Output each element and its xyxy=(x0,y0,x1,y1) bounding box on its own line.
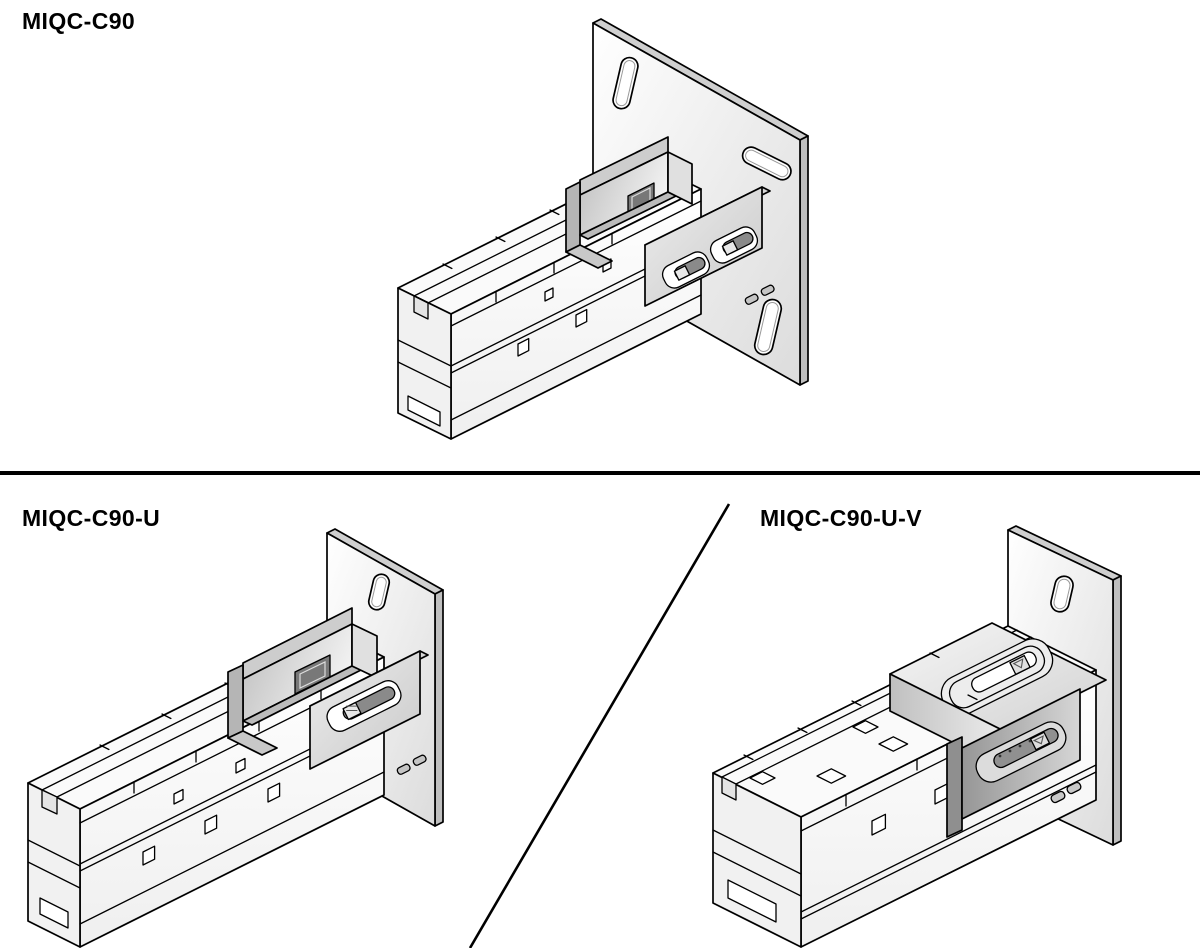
illustration-miqc-c90-u-v xyxy=(712,525,1122,948)
anchor-slot xyxy=(753,298,783,356)
anchor-slot xyxy=(612,56,639,110)
connector-slot xyxy=(709,226,759,264)
figure-label-miqc-c90: MIQC-C90 xyxy=(22,8,136,34)
connector-bracket xyxy=(227,607,429,775)
figure-label-miqc-c90-u-v: MIQC-C90-U-V xyxy=(760,505,922,531)
bolt-studs xyxy=(396,754,427,775)
anchor-slot xyxy=(741,146,792,181)
figure-label-miqc-c90-u: MIQC-C90-U xyxy=(22,505,161,531)
diagonal-divider xyxy=(468,503,731,948)
illustration-miqc-c90-u xyxy=(27,528,444,948)
connector-bracket xyxy=(889,622,1107,838)
connector-slot xyxy=(661,251,711,289)
connector-bracket xyxy=(565,136,775,307)
bolt-studs xyxy=(744,284,775,305)
connector-slot xyxy=(975,721,1067,783)
horizontal-divider xyxy=(0,471,1200,475)
anchor-slot xyxy=(1050,575,1074,613)
bolt-studs xyxy=(1050,781,1082,804)
anchor-slot xyxy=(367,573,391,611)
connector-slot xyxy=(326,680,402,732)
illustration-miqc-c90 xyxy=(397,18,809,440)
